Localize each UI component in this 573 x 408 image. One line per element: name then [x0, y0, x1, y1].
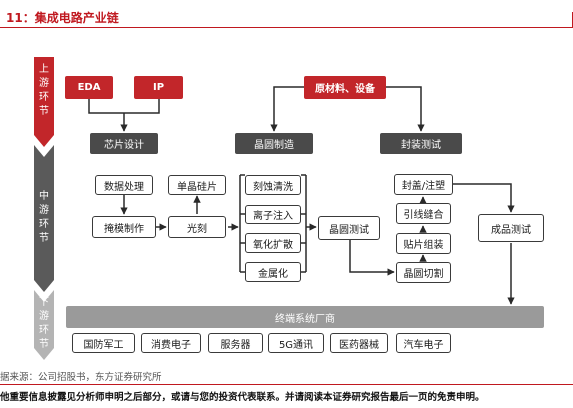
materials-equipment-box: 原材料、设备 [304, 76, 386, 99]
stage-label-downstream: 下游环节 [39, 297, 49, 350]
wire-bonding-box: 引线缝合 [396, 203, 451, 224]
chip-design-box: 芯片设计 [90, 133, 158, 154]
figure-title: 11：集成电路产业链 [6, 11, 119, 25]
app-medical-box: 医药器械 [330, 333, 388, 353]
data-processing-box: 数据处理 [95, 175, 153, 195]
final-test-box: 成品测试 [478, 214, 544, 242]
source-note: 据来源：公司招股书，东方证券研究所 [0, 372, 162, 383]
app-server-box: 服务器 [208, 333, 263, 353]
stage-band-upstream [34, 57, 54, 147]
app-defense-box: 国防军工 [72, 333, 135, 353]
die-attach-box: 贴片组装 [396, 233, 451, 254]
title-rule [0, 27, 573, 28]
ion-implant-box: 离子注入 [245, 205, 301, 224]
stage-band-downstream [34, 290, 54, 360]
stage-label-midstream: 中游环节 [39, 191, 49, 244]
app-consumer-electronics-box: 消费电子 [141, 333, 201, 353]
wafer-test-box: 晶圆测试 [318, 216, 380, 240]
eda-box: EDA [65, 76, 113, 99]
cap-molding-box: 封盖/注塑 [394, 174, 453, 195]
stage-band-midstream [34, 145, 54, 292]
disclaimer-text: 他重要信息披露见分析师申明之后部分，或请与您的投资代表联系。并请阅读本证券研究报… [0, 392, 485, 403]
footer-rule [0, 384, 573, 385]
single-crystal-wafer-box: 单晶硅片 [168, 175, 226, 195]
metallization-box: 金属化 [245, 262, 301, 282]
stage-label-upstream: 上游环节 [39, 64, 49, 117]
packaging-test-box: 封装测试 [380, 133, 462, 154]
mask-making-box: 掩模制作 [92, 216, 156, 238]
wafer-dicing-box: 晶圆切割 [396, 262, 451, 283]
terminal-vendors-bar: 终端系统厂商 [66, 306, 544, 328]
midstream-connectors [120, 174, 515, 305]
wafer-fab-box: 晶圆制造 [235, 133, 313, 154]
app-automotive-box: 汽车电子 [396, 333, 451, 353]
oxidation-diffusion-box: 氧化扩散 [245, 233, 301, 253]
app-5g-box: 5G通讯 [268, 333, 324, 353]
etch-clean-box: 刻蚀清洗 [245, 175, 301, 195]
ip-box: IP [134, 76, 183, 99]
upstream-connectors [88, 86, 425, 132]
lithography-box: 光刻 [168, 216, 226, 238]
